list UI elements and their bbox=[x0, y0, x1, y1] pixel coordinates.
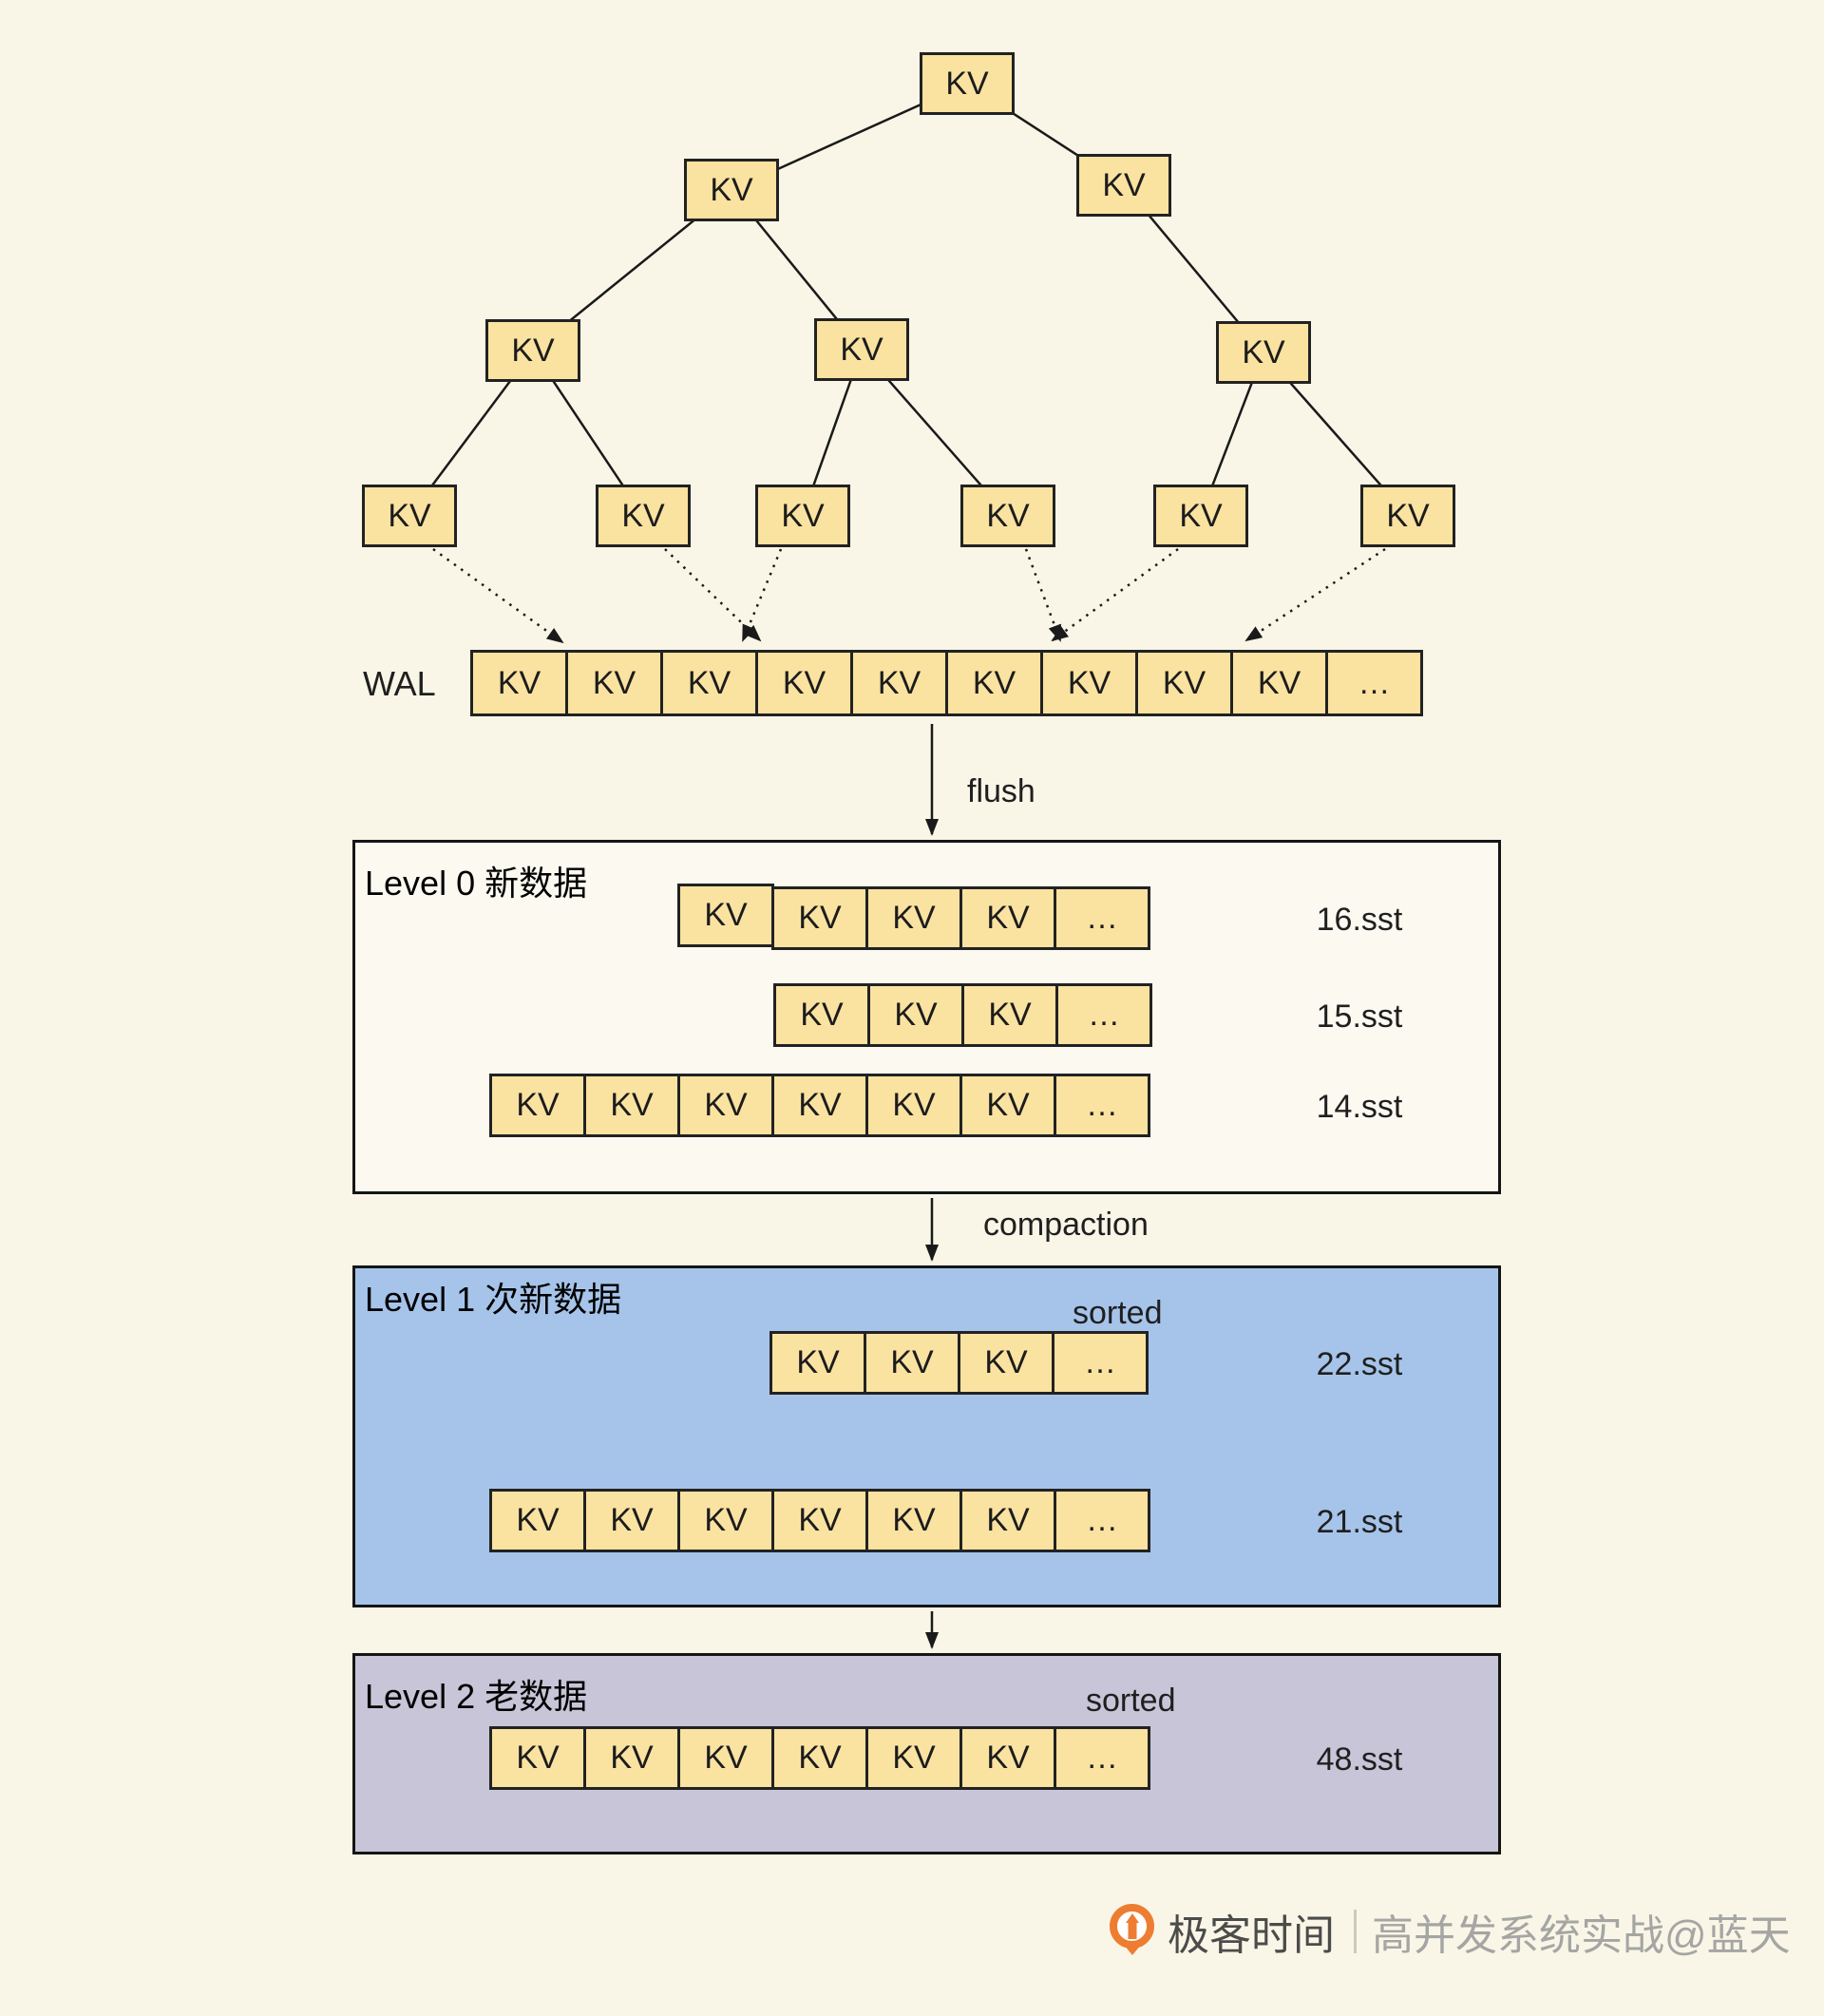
tree-edges bbox=[408, 82, 1409, 517]
kv-cell: KV bbox=[864, 1331, 960, 1395]
sst-14-label: 14.sst bbox=[1316, 1089, 1403, 1125]
kv-cell: KV bbox=[773, 983, 870, 1047]
tree-leaf-4: KV bbox=[960, 485, 1055, 547]
kv-cell: … bbox=[1055, 983, 1152, 1047]
kv-cell: KV bbox=[583, 1726, 680, 1790]
level2-sorted-label: sorted bbox=[1086, 1683, 1176, 1719]
kv-cell: KV bbox=[489, 1489, 586, 1552]
tree-leaf-6: KV bbox=[1360, 485, 1455, 547]
kv-cell: KV bbox=[1040, 650, 1138, 716]
kv-cell: KV bbox=[771, 886, 868, 950]
footer-brand-text: 极客时间 bbox=[1168, 1912, 1335, 1959]
kv-cell: KV bbox=[677, 1726, 774, 1790]
kv-cell: KV bbox=[865, 1074, 962, 1137]
sst-22-label: 22.sst bbox=[1316, 1346, 1403, 1382]
kv-cell: KV bbox=[771, 1489, 868, 1552]
level1-sorted-label: sorted bbox=[1073, 1295, 1163, 1331]
kv-cell: KV bbox=[865, 1726, 962, 1790]
kv-cell: KV bbox=[850, 650, 948, 716]
kv-cell: … bbox=[1054, 886, 1150, 950]
tree-node-root: KV bbox=[920, 52, 1015, 115]
tree-node-mid-right: KV bbox=[1076, 154, 1171, 217]
kv-cell: KV bbox=[771, 1726, 868, 1790]
sst-16-label: 16.sst bbox=[1316, 902, 1403, 938]
kv-cell: KV bbox=[865, 886, 962, 950]
leaf-to-wal-arrows bbox=[432, 547, 1386, 644]
tree-node-low-center: KV bbox=[814, 318, 909, 381]
kv-cell: … bbox=[1325, 650, 1423, 716]
kv-cell: … bbox=[1054, 1726, 1150, 1790]
kv-cell: KV bbox=[865, 1489, 962, 1552]
kv-cell: KV bbox=[677, 1074, 774, 1137]
tree-leaf-1: KV bbox=[362, 485, 457, 547]
kv-cell: … bbox=[1052, 1331, 1149, 1395]
tree-node-low-right: KV bbox=[1216, 321, 1311, 384]
kv-cell: KV bbox=[565, 650, 663, 716]
geektime-logo-icon bbox=[1110, 1904, 1154, 1959]
level1-title: Level 1 次新数据 bbox=[365, 1280, 622, 1319]
tree-node-mid-left: KV bbox=[684, 159, 779, 221]
footer-credit-text: 高并发系统实战@蓝天 bbox=[1372, 1912, 1791, 1959]
kv-cell: KV bbox=[960, 1489, 1056, 1552]
kv-cell: KV bbox=[1230, 650, 1328, 716]
kv-cell: KV bbox=[489, 1074, 586, 1137]
kv-cell: KV bbox=[1135, 650, 1233, 716]
kv-cell: … bbox=[1054, 1074, 1150, 1137]
kv-cell: KV bbox=[489, 1726, 586, 1790]
kv-cell: … bbox=[1054, 1489, 1150, 1552]
compaction-label: compaction bbox=[983, 1207, 1149, 1243]
kv-cell: KV bbox=[660, 650, 758, 716]
kv-cell: KV bbox=[755, 650, 853, 716]
kv-cell: KV bbox=[960, 886, 1056, 950]
level0-title: Level 0 新数据 bbox=[365, 864, 588, 903]
kv-cell: KV bbox=[677, 1489, 774, 1552]
kv-cell: KV bbox=[945, 650, 1043, 716]
tree-leaf-2: KV bbox=[596, 485, 691, 547]
sst-15-label: 15.sst bbox=[1316, 998, 1403, 1035]
wal-label: WAL bbox=[363, 664, 436, 703]
kv-cell: KV bbox=[583, 1074, 680, 1137]
kv-cell: KV bbox=[470, 650, 568, 716]
tree-node-low-left: KV bbox=[485, 319, 580, 382]
kv-cell: KV bbox=[960, 1726, 1056, 1790]
kv-cell: KV bbox=[961, 983, 1058, 1047]
sst-48-label: 48.sst bbox=[1316, 1741, 1403, 1778]
flush-label: flush bbox=[967, 773, 1036, 809]
sst-21-label: 21.sst bbox=[1316, 1504, 1403, 1540]
kv-cell: KV bbox=[771, 1074, 868, 1137]
kv-cell: KV bbox=[770, 1331, 866, 1395]
kv-cell: KV bbox=[583, 1489, 680, 1552]
kv-cell: KV bbox=[867, 983, 964, 1047]
footer-branding: 极客时间 高并发系统实战@蓝天 bbox=[1110, 1901, 1791, 1962]
kv-cell: KV bbox=[677, 884, 774, 947]
footer-divider bbox=[1354, 1910, 1357, 1953]
tree-leaf-5: KV bbox=[1153, 485, 1248, 547]
kv-cell: KV bbox=[960, 1074, 1056, 1137]
kv-cell: KV bbox=[958, 1331, 1054, 1395]
level2-title: Level 2 老数据 bbox=[365, 1677, 588, 1716]
tree-leaf-3: KV bbox=[755, 485, 850, 547]
